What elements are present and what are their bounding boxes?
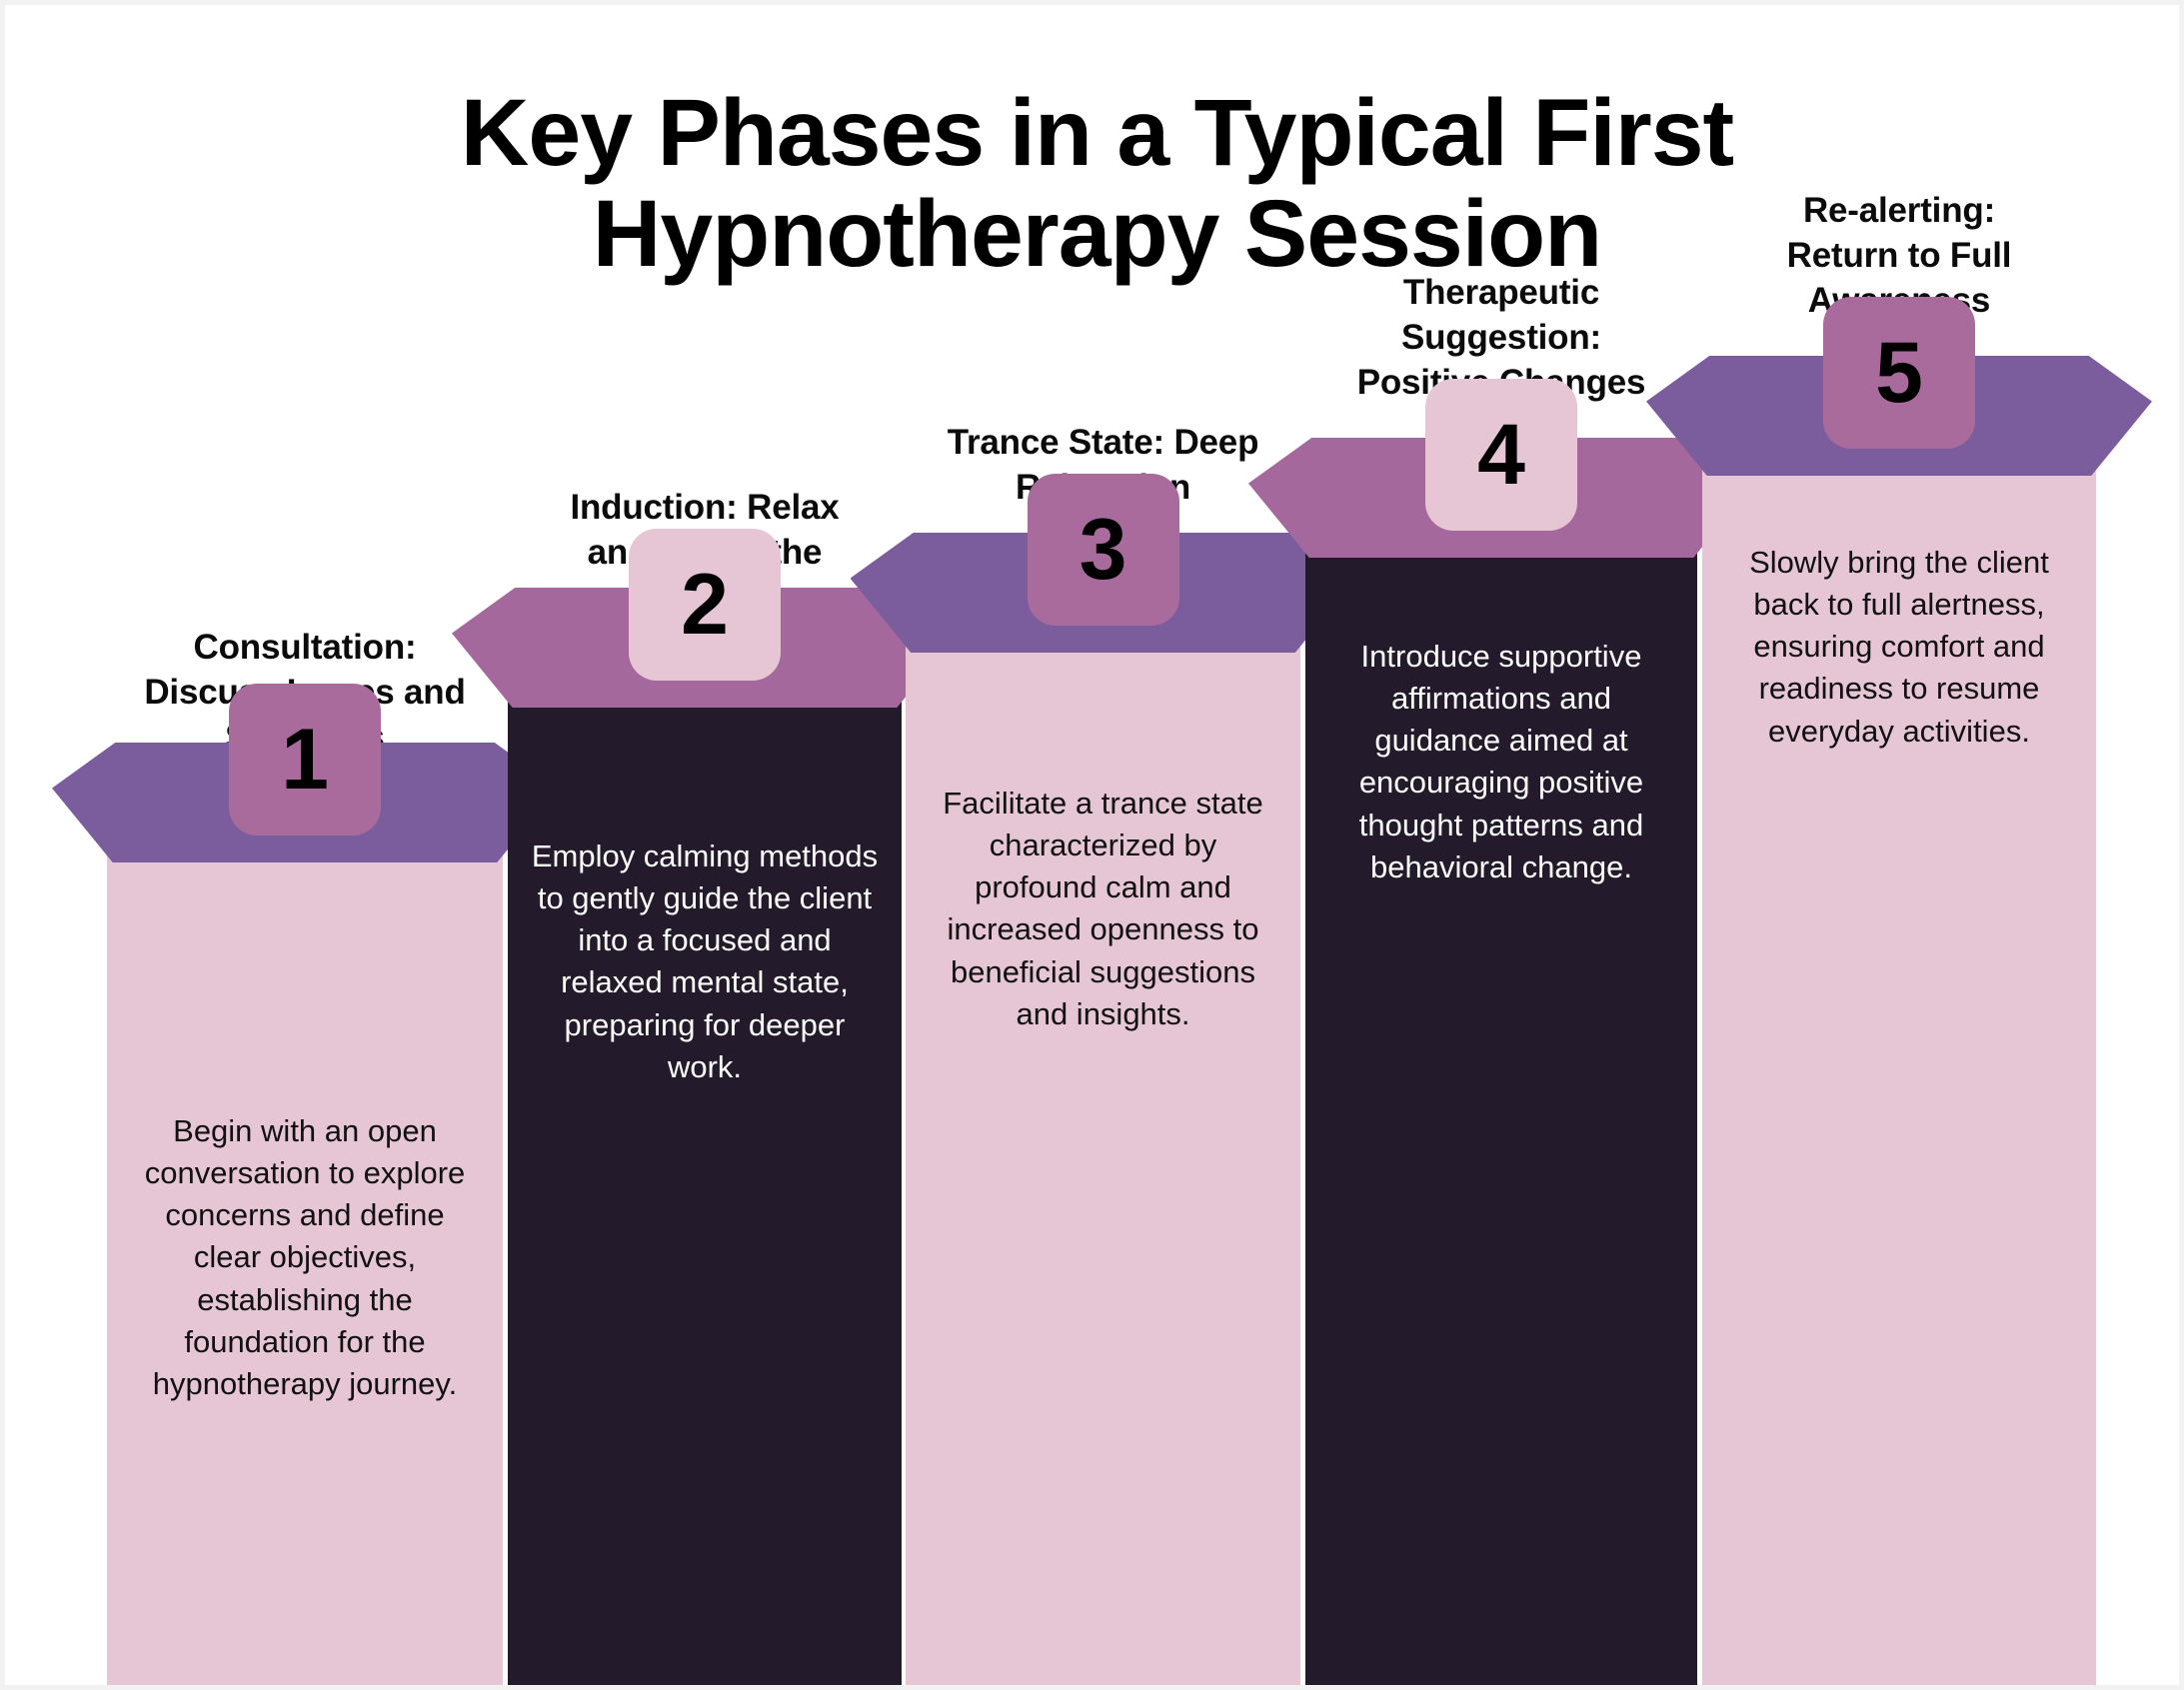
step-column-1[interactable]: Consultation: Discuss Issues and Set Goa…: [52, 628, 558, 1685]
step-pillar-body-4: [1305, 496, 1697, 1685]
step-description-4: Introduce supportive affirmations and gu…: [1358, 639, 1644, 884]
page-title: Key Phases in a Typical First Hypnothera…: [460, 80, 1734, 287]
step-pillar-4: Introduce supportive affirmations and gu…: [1305, 496, 1697, 1685]
step-heading-4: Therapeutic Suggestion: Positive Changes: [1356, 273, 1646, 402]
step-description-3: Facilitate a trance state characterized …: [943, 786, 1263, 1031]
step-heading-5: Re-alerting: Return to Full Awareness: [1786, 191, 2012, 320]
step-description-2: Employ calming methods to gently guide t…: [531, 839, 879, 1084]
step-number-badge-3[interactable]: 3: [1027, 474, 1179, 626]
step-number-badge-4[interactable]: 4: [1425, 379, 1577, 531]
step-pillar-1: Begin with an open conversation to explo…: [107, 801, 503, 1685]
step-pillar-3: Facilitate a trance state characterized …: [906, 591, 1300, 1685]
step-pillar-2: Employ calming methods to gently guide t…: [508, 646, 902, 1685]
step-description-1: Begin with an open conversation to explo…: [144, 1113, 466, 1401]
step-number-4: 4: [1477, 407, 1525, 503]
step-number-3: 3: [1079, 502, 1127, 598]
step-number-1: 1: [281, 712, 329, 808]
step-pillar-body-5: [1702, 414, 2096, 1685]
step-pillar-body-1: [107, 801, 503, 1685]
step-number-badge-5[interactable]: 5: [1823, 297, 1975, 449]
step-pillar-body-3: [906, 591, 1300, 1685]
step-number-badge-2[interactable]: 2: [629, 529, 781, 681]
step-number-badge-1[interactable]: 1: [229, 684, 381, 836]
step-number-5: 5: [1875, 325, 1923, 421]
step-column-3[interactable]: Trance State: Deep Relaxation Achieved F…: [850, 423, 1356, 1685]
funnel-chart: Consultation: Discuss Issues and Set Goa…: [5, 5, 2179, 1685]
step-pillar-5: Slowly bring the client back to full ale…: [1702, 414, 2096, 1685]
step-description-5: Slowly bring the client back to full ale…: [1749, 545, 2049, 749]
step-pillar-body-2: [508, 646, 902, 1685]
step-column-5[interactable]: Re-alerting: Return to Full Awareness Sl…: [1646, 191, 2152, 1685]
step-column-4[interactable]: Therapeutic Suggestion: Positive Changes…: [1248, 273, 1754, 1685]
step-column-2[interactable]: Induction: Relax and Focus the Mind Empl…: [452, 488, 958, 1685]
step-number-2: 2: [681, 557, 729, 653]
